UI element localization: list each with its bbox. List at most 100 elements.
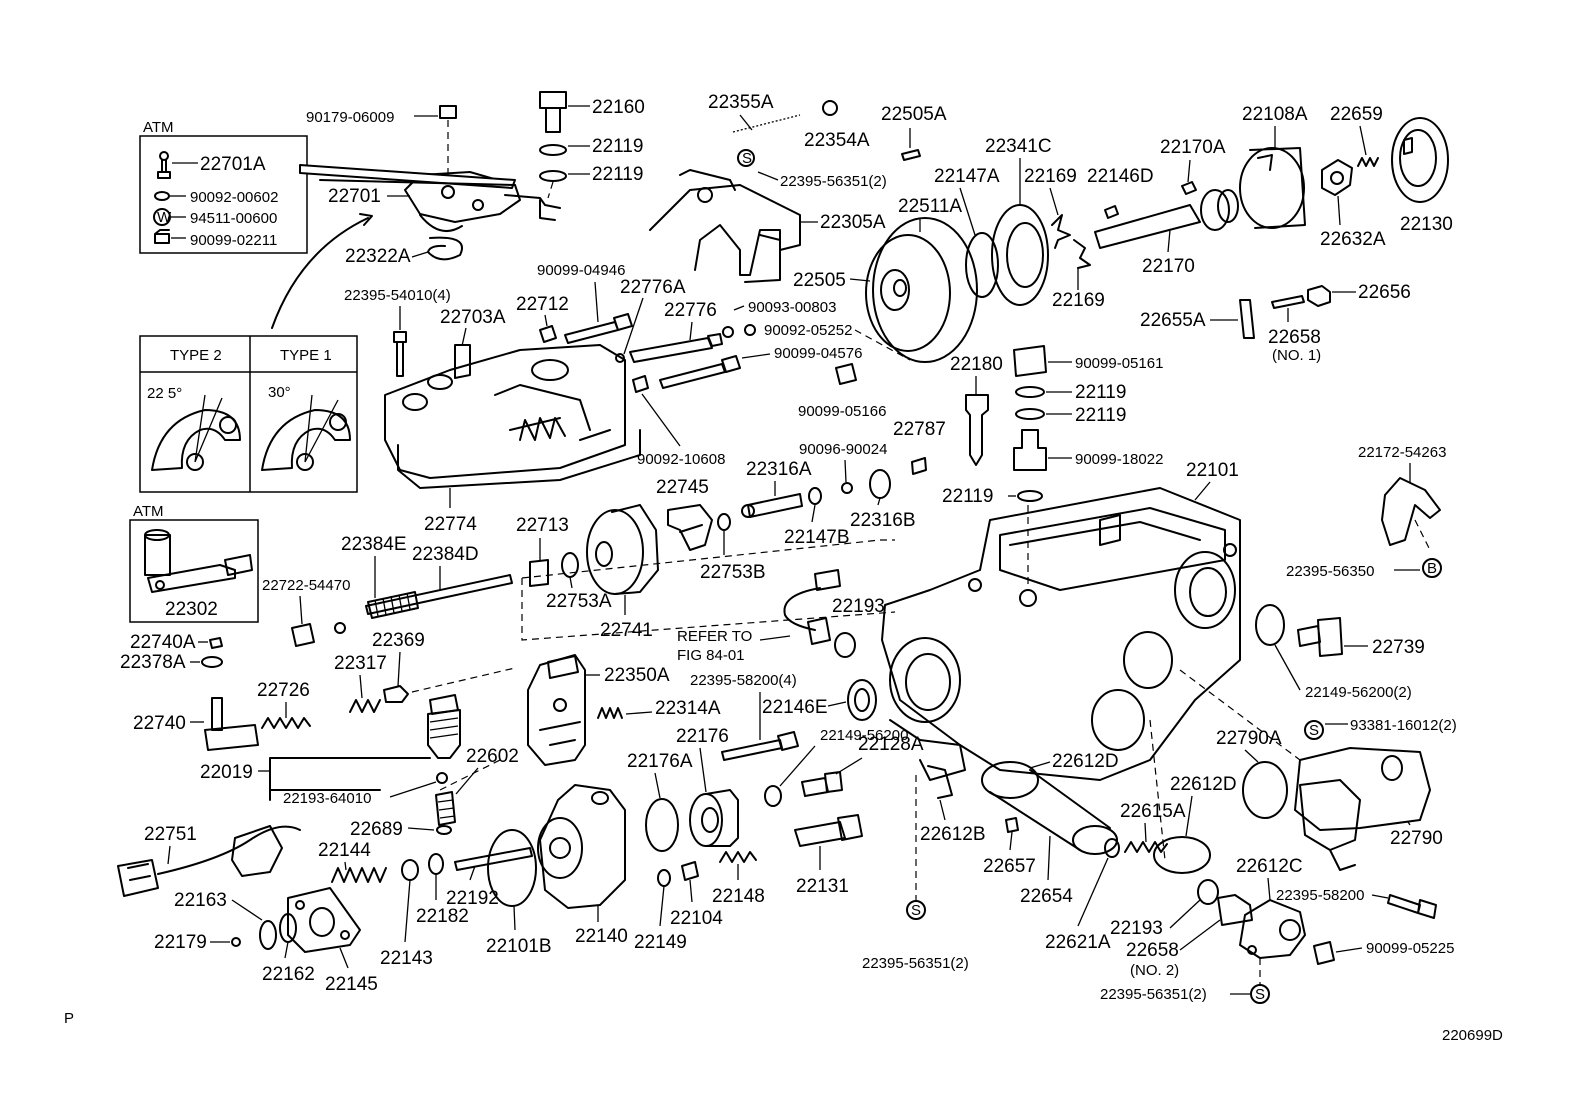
- nut-90099-05166: [835, 363, 857, 385]
- callout-22615A: 22615A: [1120, 801, 1186, 822]
- callout-22192: 22192: [446, 888, 499, 909]
- callout-22395-58200-a: 22395-58200(4): [690, 672, 797, 689]
- callout-22149-56200-a: 22149-56200(2): [1305, 684, 1412, 701]
- callout-22369: 22369: [372, 630, 425, 651]
- spring-22726: [261, 717, 311, 729]
- callout-22193-a: 22193: [832, 596, 885, 617]
- governor-22741: [586, 504, 659, 595]
- callout-22395-56351-a: 22395-56351(2): [780, 173, 887, 190]
- ring-22384E: [334, 622, 346, 634]
- atm-label-bottom: ATM: [133, 503, 164, 520]
- key-22656: [1307, 285, 1331, 307]
- callout-22689: 22689: [350, 819, 403, 840]
- callout-22740A: 22740A: [130, 632, 196, 653]
- fitting-22131: [794, 814, 863, 847]
- coupling-22108A: [1239, 147, 1306, 229]
- type-inset: TYPE 2 TYPE 1 22 5° 30°: [139, 335, 358, 493]
- lever-22745: [667, 504, 713, 551]
- callout-22193-64010: 22193-64010: [283, 790, 371, 807]
- cover-plate-22145: [287, 887, 361, 953]
- roller-22316B: [869, 469, 891, 499]
- clip-90096-90024: [841, 482, 853, 494]
- atm-inset-top: ATM 22701A 90092-00602 W 94511-00600 900…: [139, 119, 308, 254]
- key-22146D: [1104, 205, 1119, 219]
- spring-22317: [349, 699, 381, 713]
- callout-22776A: 22776A: [620, 277, 686, 298]
- callout-22741: 22741: [600, 620, 653, 641]
- callout-22701A: 22701A: [200, 154, 266, 175]
- coupler-22632A: [1321, 159, 1353, 196]
- callout-22119-b: 22119: [592, 164, 643, 185]
- screw-22104: [681, 861, 699, 881]
- callout-22505A: 22505A: [881, 104, 947, 125]
- key-22169-a: [1051, 214, 1071, 249]
- callout-22776: 22776: [664, 300, 717, 321]
- callout-90096-90024: 90096-90024: [799, 441, 887, 458]
- drive-shaft-22170: [1094, 181, 1239, 249]
- bolt-icon: [157, 151, 171, 179]
- callout-22119-d: 22119: [1075, 405, 1126, 426]
- callout-22316A: 22316A: [746, 459, 812, 480]
- callout-22169-a: 22169: [1024, 166, 1077, 187]
- callout-22655A: 22655A: [1140, 310, 1206, 331]
- callout-90099-05225: 90099-05225: [1366, 940, 1454, 957]
- callout-22147A: 22147A: [934, 166, 1000, 187]
- oring-22193-64010: [436, 772, 448, 784]
- callout-90093-00803: 90093-00803: [748, 299, 836, 316]
- spring-22659: [1357, 157, 1379, 167]
- plug-22739: [1297, 617, 1343, 657]
- washer-22753B: [717, 513, 731, 531]
- spring-22144: [331, 867, 387, 883]
- callout-22745: 22745: [656, 477, 709, 498]
- callout-22305A: 22305A: [820, 212, 886, 233]
- diagram-id: 220699D: [1442, 1027, 1503, 1044]
- callout-22172-54263: 22172-54263: [1358, 444, 1446, 461]
- type2-label: TYPE 2: [170, 347, 222, 364]
- key-22657: [1005, 817, 1019, 833]
- callout-22612B: 22612B: [920, 824, 986, 845]
- callout-22395-58200-b: 22395-58200: [1276, 887, 1364, 904]
- gear-22341C: [991, 204, 1049, 306]
- callout-22753A: 22753A: [546, 591, 612, 612]
- pin-22658-no2: [1217, 894, 1253, 926]
- washer-90092-05252: [744, 324, 756, 336]
- washer-22149-56200: [764, 785, 782, 807]
- callout-22193-b: 22193: [1110, 918, 1163, 939]
- callout-22739: 22739: [1372, 637, 1425, 658]
- callout-22119-a: 22119: [592, 136, 643, 157]
- callout-22384E: 22384E: [341, 534, 407, 555]
- callout-22395-56351-c: 22395-56351(2): [1100, 986, 1207, 1003]
- governor-cover-22774: [384, 344, 641, 489]
- nut-90179: [439, 105, 457, 119]
- callout-22657: 22657: [983, 856, 1036, 877]
- callout-22163: 22163: [174, 890, 227, 911]
- callout-22302: 22302: [165, 599, 218, 620]
- callout-90179-06009: 90179-06009: [306, 109, 394, 126]
- callout-22104: 22104: [670, 908, 723, 929]
- callout-22395-54010: 22395-54010(4): [344, 287, 451, 304]
- callout-94511-00600: 94511-00600: [190, 210, 277, 227]
- callout-22354A: 22354A: [804, 130, 870, 151]
- callout-22176: 22176: [676, 726, 729, 747]
- type1-label: TYPE 1: [280, 347, 332, 364]
- callout-22170: 22170: [1142, 256, 1195, 277]
- svg-text:S: S: [1255, 986, 1265, 1003]
- atm-inset-bottom: ATM: [129, 503, 259, 623]
- svg-text:S: S: [911, 902, 921, 919]
- piston-22176: [689, 789, 739, 847]
- washer-22147B: [808, 487, 822, 505]
- callout-22145: 22145: [325, 974, 378, 995]
- callout-22341C: 22341C: [985, 136, 1052, 157]
- fitting-22128A: [801, 771, 843, 797]
- pulley-22130: [1391, 117, 1449, 203]
- oring-22176A: [645, 798, 679, 852]
- callout-22505: 22505: [793, 270, 846, 291]
- pin-22655A: [1239, 299, 1255, 339]
- screw-90099-04576: [659, 355, 741, 389]
- refer-fig-label: FIG 84-01: [677, 647, 745, 664]
- spring-22314A: [597, 707, 623, 719]
- callout-22169-b: 22169: [1052, 290, 1105, 311]
- cover-22612C: [1239, 899, 1306, 959]
- ring-22776A: [615, 353, 625, 363]
- callout-22395-56350: 22395-56350: [1286, 563, 1374, 580]
